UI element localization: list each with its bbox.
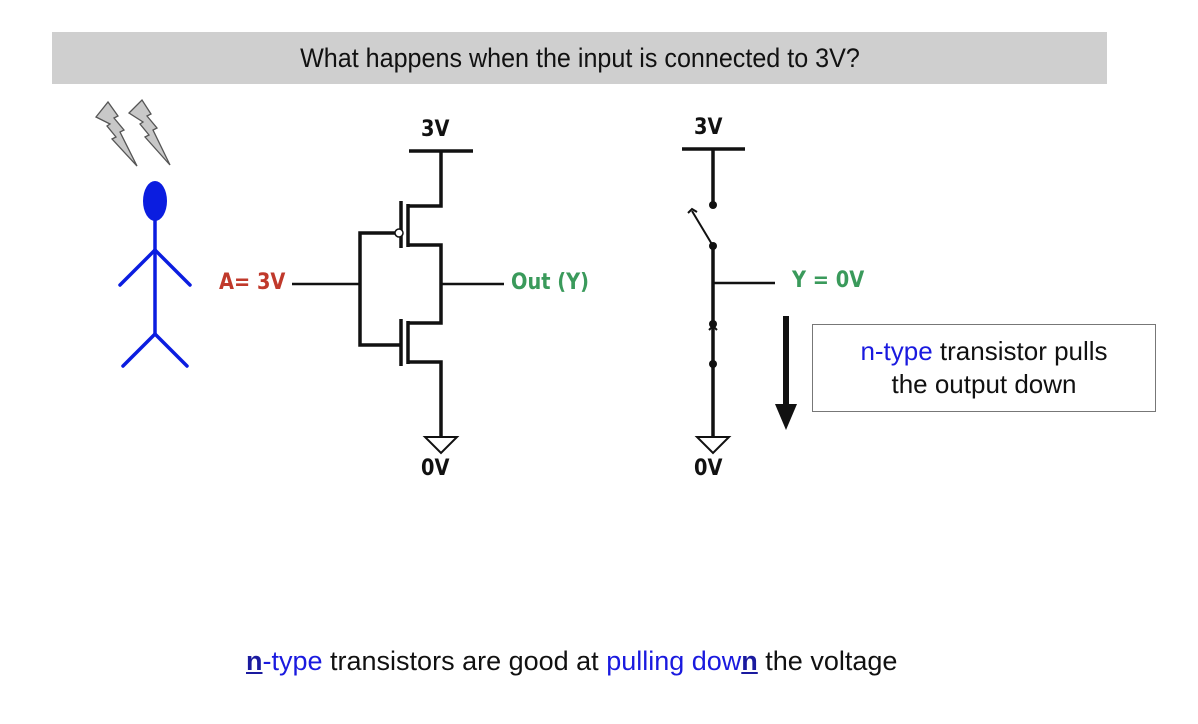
lightning-bolt-icon	[127, 98, 171, 166]
pmos-bubble	[394, 228, 404, 238]
ground-symbol-icon	[422, 436, 460, 455]
gate-wiring	[358, 231, 401, 347]
callout-line-1: n-type transistor pulls	[813, 335, 1155, 368]
slide-title: What happens when the input is connected…	[299, 42, 860, 73]
supply-label: 3V	[421, 117, 450, 142]
closed-switch-nmos	[709, 320, 717, 328]
cmos-inverter-circuit	[292, 149, 504, 455]
output-value-label: Y = 0V	[792, 268, 865, 293]
footer-underline-n: n	[246, 646, 263, 676]
callout-highlight: n-type	[860, 336, 933, 366]
footer-caption: n-type transistors are good at pulling d…	[246, 646, 897, 677]
ground-label: 0V	[421, 456, 450, 481]
callout-box: n-type transistor pulls the output down	[812, 324, 1156, 412]
title-bar: What happens when the input is connected…	[52, 32, 1107, 84]
switch-contact	[709, 201, 717, 209]
footer-text: the voltage	[757, 646, 898, 676]
open-switch-pmos	[691, 210, 714, 247]
pmos-drain-wire	[408, 151, 443, 208]
switch-model-circuit	[682, 147, 775, 455]
input-label: A= 3V	[219, 270, 286, 295]
footer-text: transistors are good at	[322, 646, 607, 676]
callout-line-2: the output down	[891, 369, 1077, 399]
pmos-source-wire	[408, 243, 443, 325]
down-arrow-icon	[775, 316, 797, 430]
callout-text: transistor pulls	[932, 336, 1108, 366]
switch-arrowhead	[708, 324, 718, 331]
ground-symbol-icon	[694, 436, 732, 455]
lightning-bolt-icon	[94, 100, 138, 167]
output-label: Out (Y)	[511, 270, 589, 295]
supply-label: 3V	[694, 115, 723, 140]
nmos-source-wire	[408, 360, 443, 437]
footer-underline-n: n	[741, 646, 758, 676]
stick-figure-icon	[118, 181, 192, 368]
footer-blue-text: pulling dow	[606, 646, 742, 676]
switch-arrowhead	[687, 207, 698, 214]
footer-blue-text: -type	[262, 646, 323, 676]
ground-label: 0V	[694, 456, 723, 481]
switch-contact	[709, 360, 717, 368]
